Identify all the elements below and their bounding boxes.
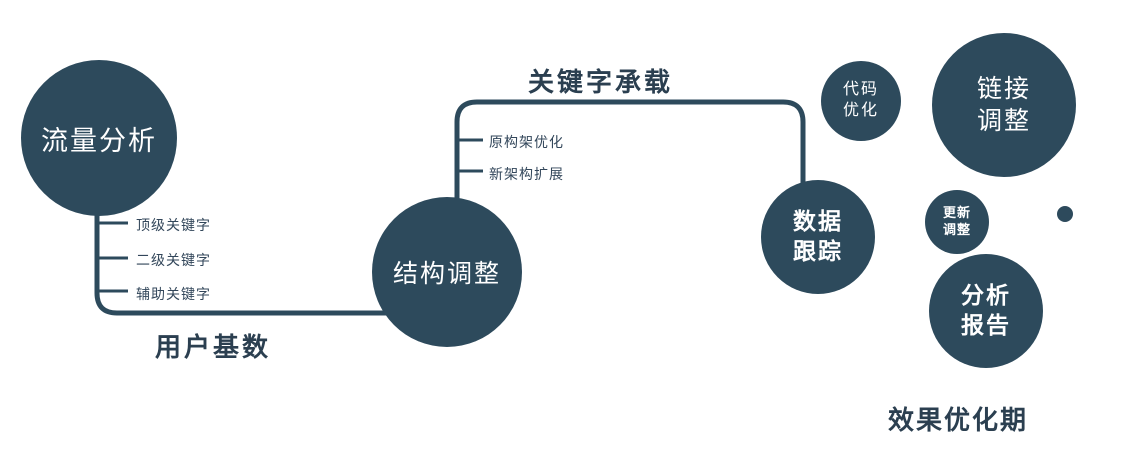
node-structure-adjustment-label: 结构调整 [392,260,501,288]
branch-label-secondary-keyword: 二级关键字 [136,252,211,268]
node-update-adjustment: 更新 调整 [925,190,989,254]
connector-user-base-line [94,200,390,316]
node-link-adjustment-label: 链接 调整 [976,74,1031,136]
node-traffic-analysis: 流量分析 [21,60,177,216]
node-traffic-analysis-label: 流量分析 [41,125,157,156]
footer-label-effect-optimization: 效果优化期 [888,405,1029,435]
edge-label-keyword-carry: 关键字承载 [528,67,674,97]
node-data-tracking: 数据 跟踪 [761,180,875,294]
node-analysis-report-label: 分析 报告 [961,282,1011,338]
connector-keyword-carry-line [454,99,806,212]
node-analysis-report: 分析 报告 [929,254,1043,368]
node-code-optimization-label: 代码 优化 [842,81,879,119]
small-dot-marker [1057,206,1073,222]
node-data-tracking-label: 数据 跟踪 [793,208,843,264]
node-code-optimization: 代码 优化 [821,61,901,141]
edge-label-user-base: 用户基数 [155,332,272,362]
node-update-adjustment-label: 更新 调整 [942,205,971,237]
branch-label-top-keyword: 顶级关键字 [136,217,211,233]
branch-label-original-architecture: 原构架优化 [489,134,564,150]
node-structure-adjustment: 结构调整 [372,197,522,347]
branch-label-new-architecture: 新架构扩展 [489,166,564,182]
node-link-adjustment: 链接 调整 [932,33,1076,177]
branch-label-auxiliary-keyword: 辅助关键字 [136,286,211,302]
